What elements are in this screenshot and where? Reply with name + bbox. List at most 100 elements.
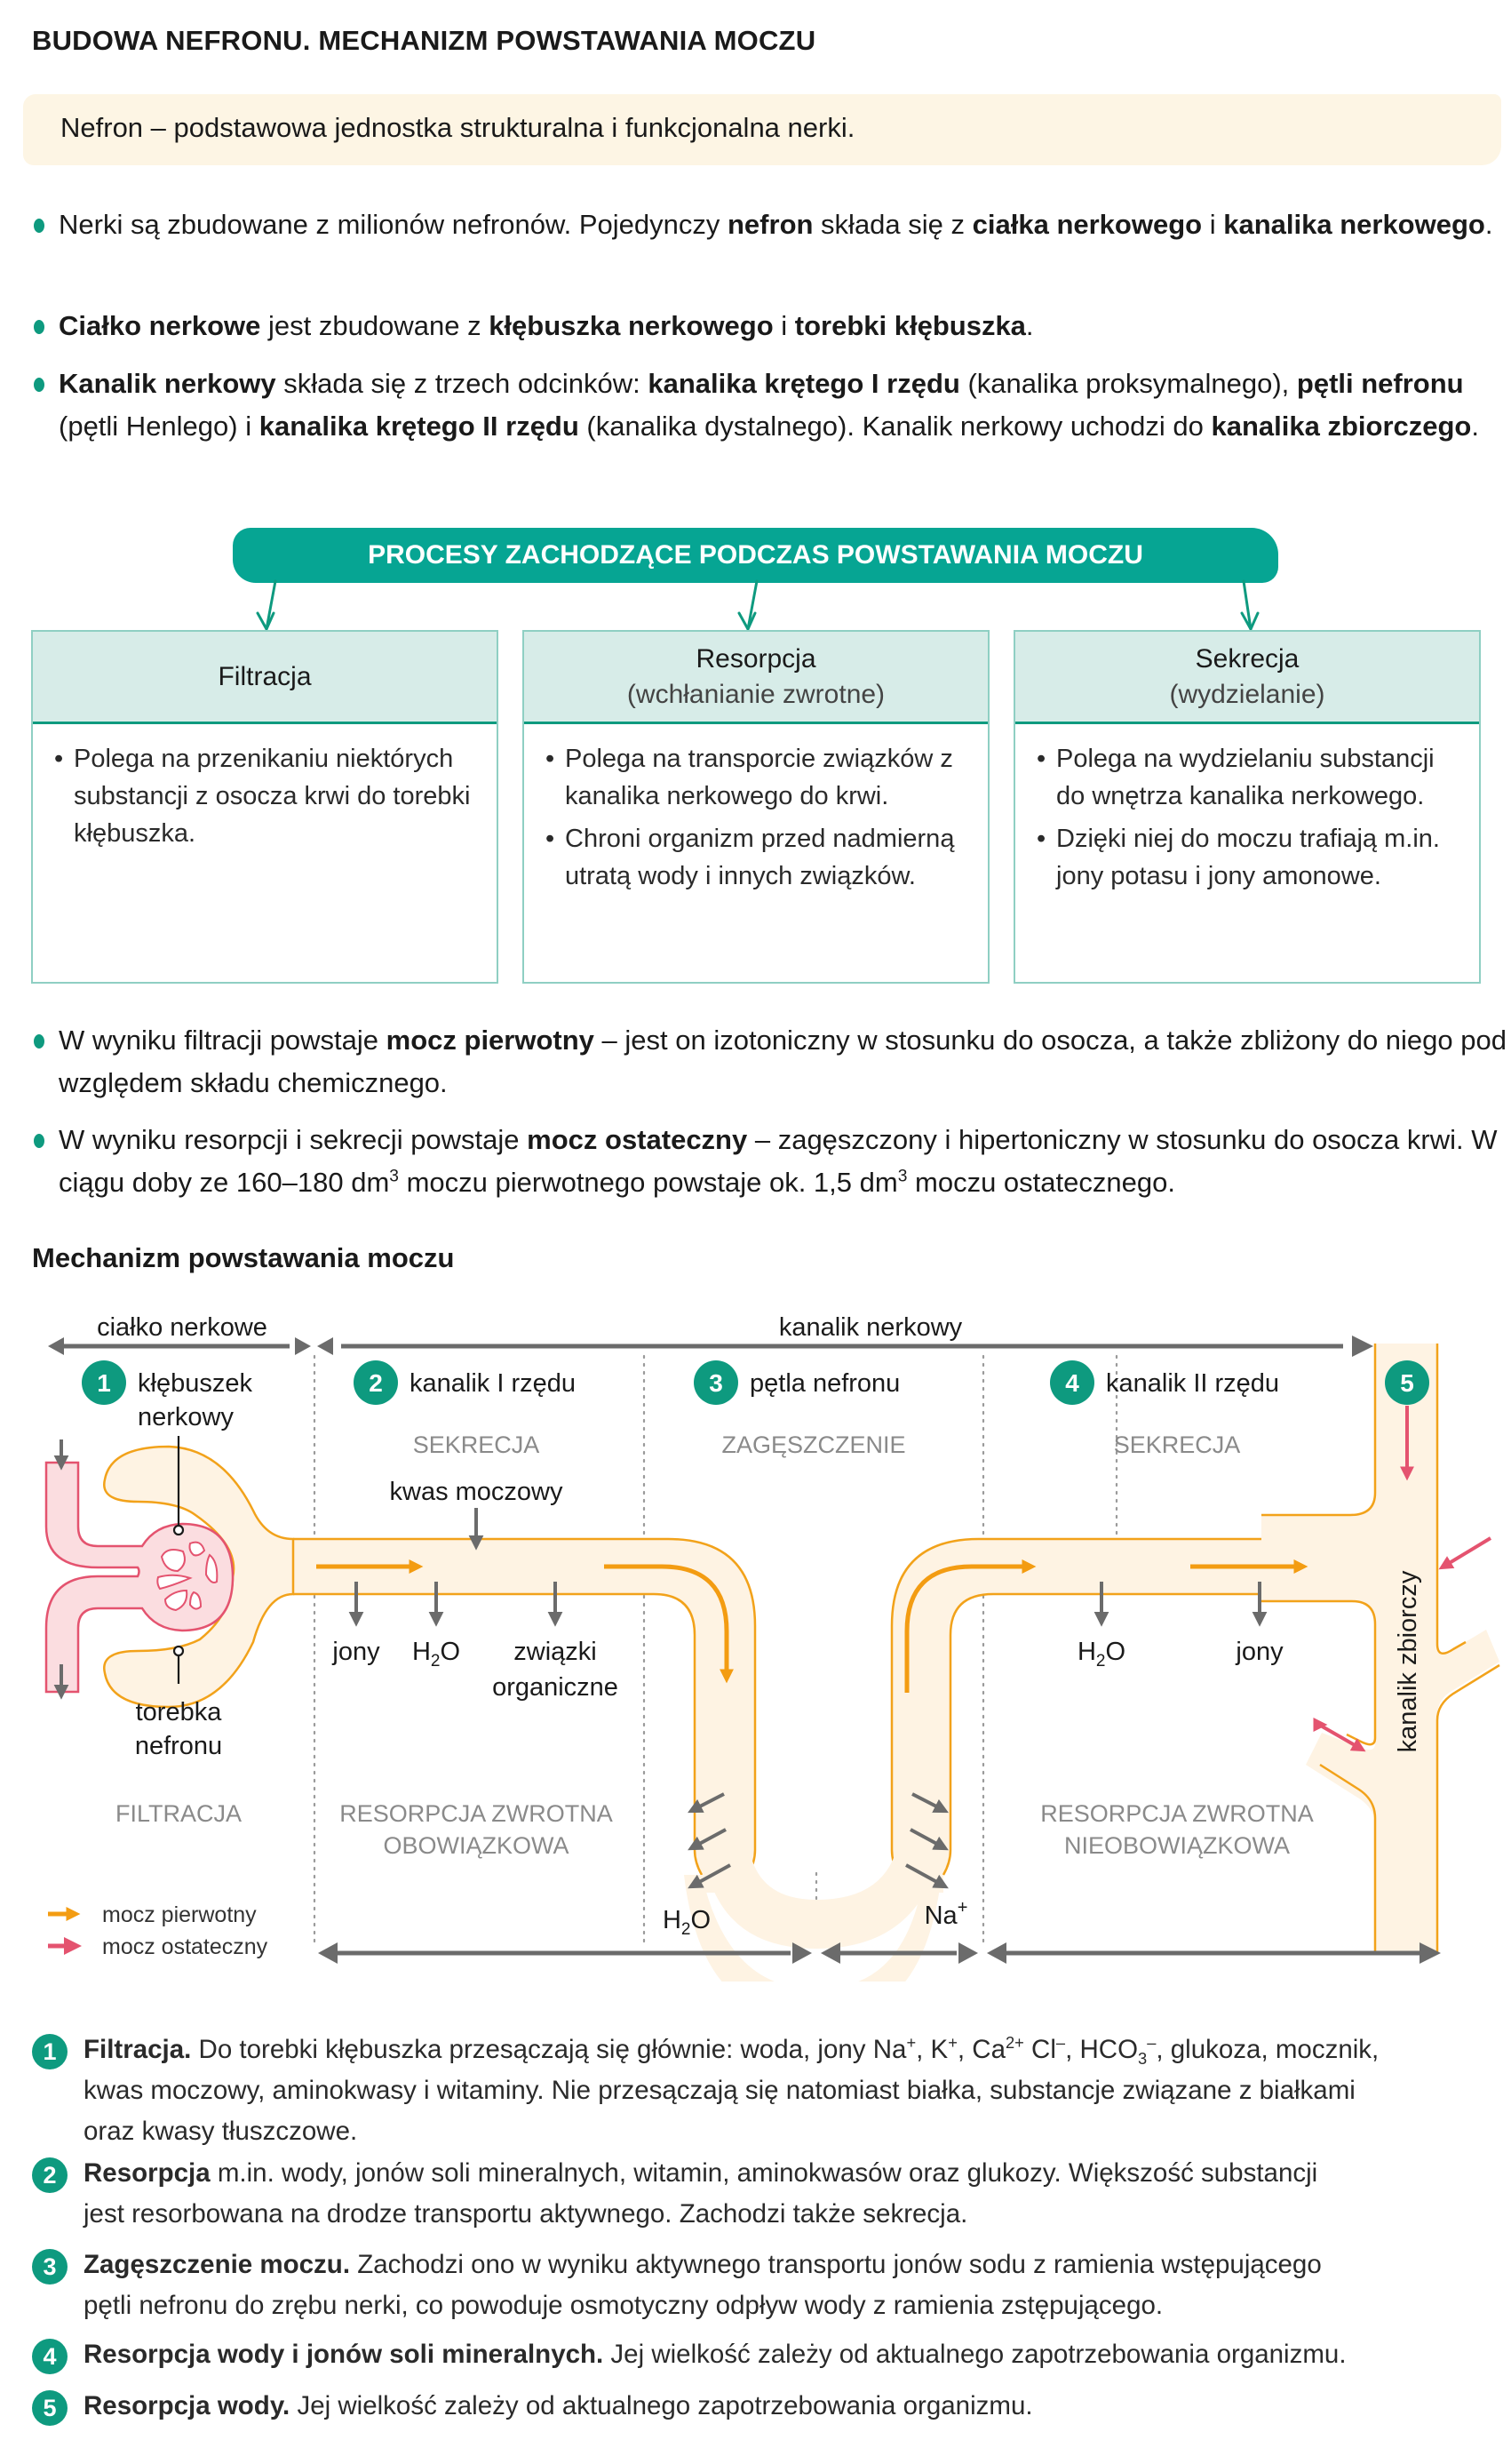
text-run: Zachodzi ono w wyniku aktywnego transpor… [350,2250,1322,2279]
bold-term: nefron [728,209,814,240]
process-box-sekrecja: Sekrecja (wydzielanie) Polega na wydziel… [1014,630,1481,984]
segment-number: 5 [1400,1369,1414,1397]
water-label: H2O [412,1638,460,1671]
definition-box [23,94,1501,165]
bold-term: kanalika zbiorczego [1211,411,1472,442]
page-title: BUDOWA NEFRONU. MECHANIZM POWSTAWANIA MO… [32,25,816,56]
uric-acid-label: kwas moczowy [390,1478,563,1506]
intro-bullet: Nerki są zbudowane z milionów nefronów. … [34,203,1507,246]
banner-connector-arrows [256,579,1260,633]
process-label: RESORPCJA ZWROTNA [1040,1800,1314,1827]
primary-urine-arrow [904,1559,1037,1693]
primary-urine-arrow [604,1564,735,1684]
step-number-badge: 5 [32,2390,68,2426]
organic-compounds-label: organiczne [492,1673,618,1702]
pointer-dot [172,1524,185,1536]
process-label: SEKRECJA [413,1431,540,1458]
segment-number: 3 [709,1369,723,1397]
text-run: . [1471,411,1479,442]
process-item: Polega na transporcie związków z kanalik… [545,740,970,815]
text-run: – jest on izotoniczny w stosunku do osoc… [59,1025,1507,1098]
text-run: (pętli Henlego) i [59,411,259,442]
collecting-duct-label: kanalik zbiorczy [1394,1570,1422,1752]
step-line: Zagęszczenie moczu. Zachodzi ono w wynik… [84,2245,1487,2285]
step-line: Resorpcja wody i jonów soli mineralnych.… [84,2334,1487,2375]
text-run: + [906,2033,917,2053]
process-box-body: Polega na transporcie związków z kanalik… [524,724,988,895]
text-run: kwas moczowy, aminokwasy i witaminy. Nie… [84,2076,1356,2105]
legend: mocz pierwotny mocz ostateczny [48,1902,268,1959]
water-label: H2O [663,1906,711,1939]
bold-term: mocz ostateczny [527,1124,748,1155]
arrow-to-resorpcja [746,579,759,631]
text-run: jest zbudowane z [260,310,489,341]
legend-label: mocz pierwotny [102,1902,257,1927]
final-urine-arrow [1438,1536,1492,1570]
bold-term: kanalika nerkowego [1223,209,1485,240]
process-label: ZAGĘSZCZENIE [721,1431,905,1458]
process-label: NIEOBOWIĄZKOWA [1064,1832,1290,1859]
segment-label: kanalik I rzędu [410,1369,576,1398]
definition-text: Nefron – podstawowa jednostka struktural… [60,112,855,144]
bold-term: kanalika krętego II rzędu [258,411,579,442]
process-box-body: Polega na wydzielaniu substancji do wnęt… [1015,724,1479,895]
text-run: , HCO [1065,2035,1139,2064]
text-run: 3 [389,1167,399,1186]
step-text: Filtracja. Do torebki kłębuszka przesącz… [84,2029,1487,2152]
process-box-body: Polega na przenikaniu niektórych substan… [33,724,497,852]
bold-term: kłębuszka nerkowego [489,310,774,341]
segment-3: 3 pętla nefronu [694,1360,900,1405]
process-label: OBOWIĄZKOWA [384,1832,569,1859]
text-run: Cl [1023,2035,1056,2064]
collecting-duct [1261,1344,1500,1953]
process-label: RESORPCJA ZWROTNA [339,1800,613,1827]
segment-4: 4 kanalik II rzędu [1050,1360,1279,1405]
process-item: Chroni organizm przed nadmierną utratą w… [545,820,970,895]
text-run: składa się z trzech odcinków: [275,368,648,399]
process-title: Resorpcja [696,643,816,674]
step-number-badge: 1 [32,2034,68,2069]
text-run: (kanalika dystalnego). Kanalik nerkowy u… [578,411,1212,442]
loop-turn [702,1804,943,1949]
text-run: m.in. wody, jonów soli mineralnych, wita… [210,2158,1318,2188]
text-run: – [1055,2033,1066,2053]
process-box-resorpcja: Resorpcja (wchłanianie zwrotne) Polega n… [522,630,990,984]
span-label-corpuscle: ciałko nerkowe [97,1313,267,1342]
text-run: W wyniku resorpcji i sekrecji powstaje [59,1124,528,1155]
sodium-out-arrow [905,1863,949,1889]
segment-number-badge [1050,1360,1094,1405]
segment-label: nerkowy [138,1403,234,1431]
text-run: Nerki są zbudowane z milionów nefronów. … [59,209,728,240]
nephron-diagram: ciałko nerkowe kanalik nerkowy [44,1313,1500,1982]
process-item: Polega na wydzielaniu substancji do wnęt… [1037,740,1461,815]
capsule-label: torebka [136,1698,223,1726]
sodium-label: Na+ [925,1898,968,1930]
step-line: Filtracja. Do torebki kłębuszka przesącz… [84,2029,1487,2070]
intro-bullet: Ciałko nerkowe jest zbudowane z kłębuszk… [34,305,1507,347]
segment-number: 2 [369,1369,383,1397]
process-label: FILTRACJA [115,1800,242,1827]
bold-term: Resorpcja wody i jonów soli mineralnych. [84,2340,604,2369]
arrowhead-right [1352,1336,1373,1357]
text-run: W wyniku filtracji powstaje [59,1025,386,1056]
bold-term: Filtracja. [84,2035,192,2064]
text-run: , Ca [957,2035,1006,2064]
definition-term: Nefron [60,112,144,143]
text-run: jest resorbowana na drodze transportu ak… [84,2199,968,2229]
segment-number: 4 [1065,1369,1079,1397]
process-box-header: Filtracja [33,632,497,724]
definition-body: – podstawowa jednostka strukturalna i fu… [143,112,855,143]
urine-bullet: W wyniku resorpcji i sekrecji powstaje m… [34,1119,1507,1204]
step-line: kwas moczowy, aminokwasy i witaminy. Nie… [84,2070,1487,2111]
step-text: Zagęszczenie moczu. Zachodzi ono w wynik… [84,2245,1487,2326]
step-number-badge: 2 [32,2157,68,2193]
segment-label: kłębuszek [138,1369,252,1398]
segment-label: kanalik II rzędu [1106,1369,1279,1398]
water-out-arrow [688,1828,727,1851]
bold-term: kanalika krętego I rzędu [648,368,960,399]
text-run: + [948,2033,958,2053]
step-number-badge: 4 [32,2339,68,2374]
step-line: Resorpcja wody. Jej wielkość zależy od a… [84,2386,1487,2427]
segment-number-badge [1385,1360,1429,1405]
ions-label: jony [331,1638,380,1666]
